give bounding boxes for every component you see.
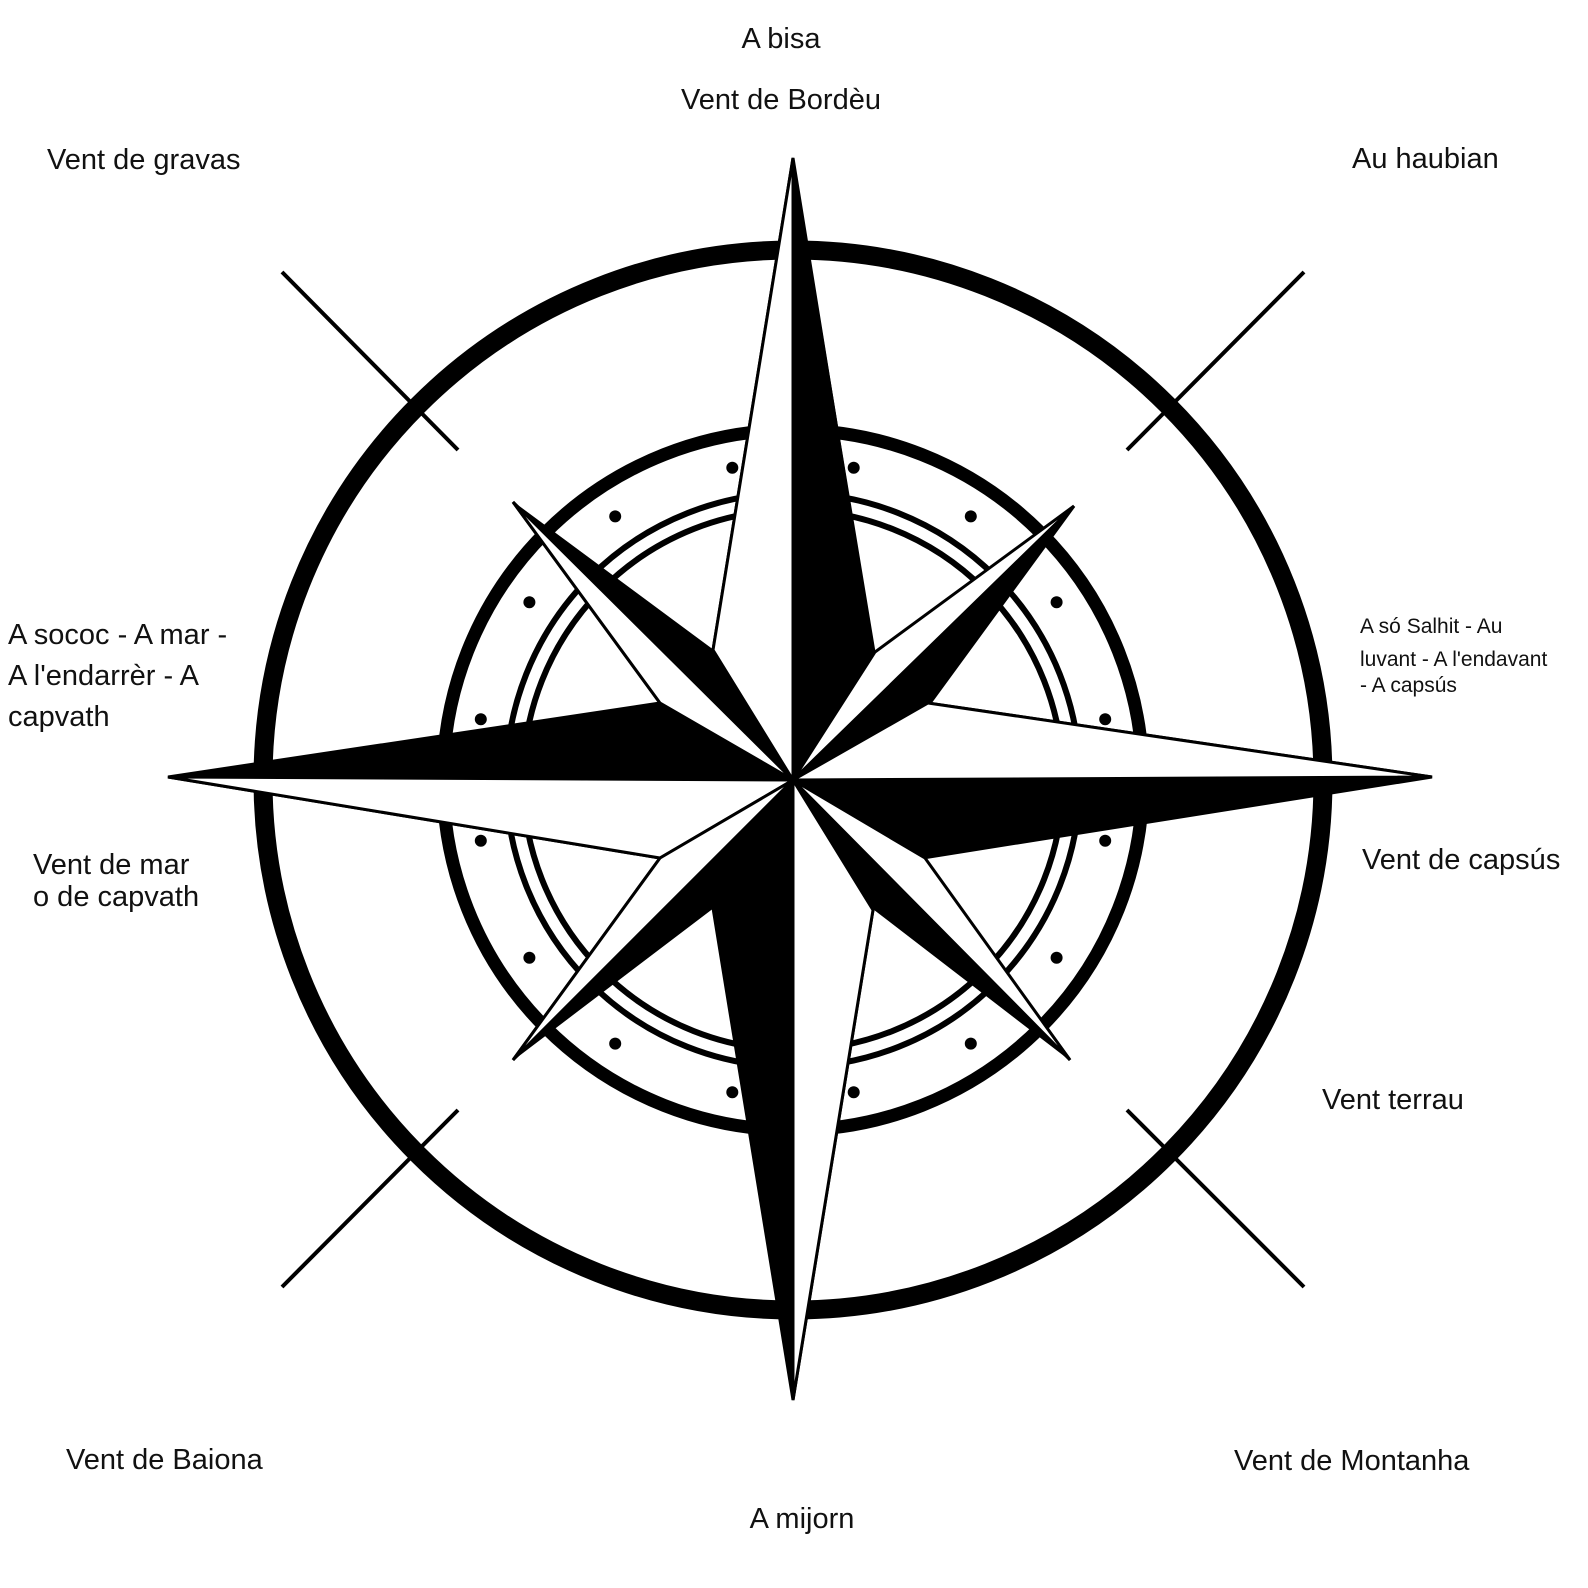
label-west-line2: A l'endarrèr - A	[8, 656, 227, 697]
label-south: A mijorn	[750, 1504, 855, 1536]
label-west-line1: A sococ - A mar -	[8, 615, 227, 656]
label-east-south: Vent de capsús	[1362, 845, 1560, 877]
label-northwest: Vent de gravas	[47, 145, 240, 177]
label-east-line1: A só Salhit - Au	[1360, 612, 1547, 642]
label-east: A só Salhit - Au luvant - A l'endavant -…	[1360, 612, 1547, 701]
ring-dot	[965, 510, 977, 522]
label-southwest: Vent de Baiona	[66, 1445, 263, 1477]
ring-dot	[726, 1086, 738, 1098]
label-southeast-upper: Vent terrau	[1322, 1085, 1464, 1117]
tick-se	[1127, 1110, 1304, 1287]
ring-dot	[1099, 835, 1111, 847]
label-west: A sococ - A mar - A l'endarrèr - A capva…	[8, 615, 227, 739]
ring-dot	[609, 1038, 621, 1050]
ring-dot	[475, 713, 487, 725]
ring-dot	[726, 462, 738, 474]
ring-dot	[848, 462, 860, 474]
label-west-south-line2: o de capvath	[33, 881, 199, 913]
ring-dot	[609, 510, 621, 522]
label-north: Vent de Bordèu	[681, 85, 881, 117]
ring-dot	[523, 596, 535, 608]
tick-nw	[282, 272, 458, 450]
label-west-south: Vent de mar o de capvath	[33, 849, 199, 914]
ring-dot	[1051, 596, 1063, 608]
tick-sw	[282, 1110, 458, 1287]
label-southeast: Vent de Montanha	[1234, 1446, 1469, 1478]
label-north-top: A bisa	[742, 24, 821, 56]
ring-dot	[965, 1038, 977, 1050]
label-west-line3: capvath	[8, 697, 227, 738]
ring-dot	[848, 1086, 860, 1098]
ring-dot	[475, 835, 487, 847]
ring-dot	[523, 952, 535, 964]
label-west-south-line1: Vent de mar	[33, 849, 199, 881]
ring-dot	[1051, 952, 1063, 964]
tick-ne	[1127, 272, 1304, 450]
ring-dot	[1099, 713, 1111, 725]
label-northeast: Au haubian	[1352, 144, 1499, 176]
